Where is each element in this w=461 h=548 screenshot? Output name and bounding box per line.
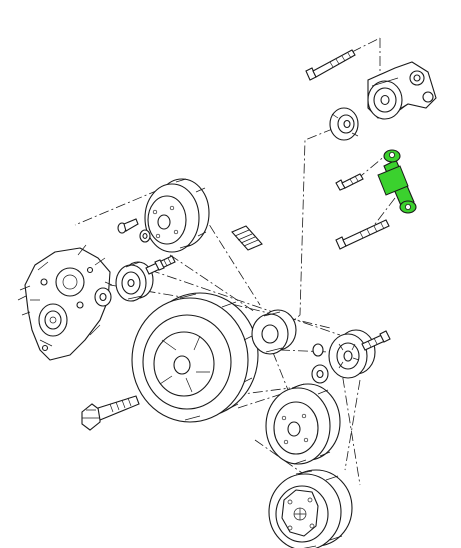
assembly-lines (74, 37, 396, 486)
tensioner-pulley-bolt (361, 330, 391, 351)
crankshaft-pulley (131, 292, 259, 423)
small-idler-center (251, 309, 297, 355)
compressor-clutch-pulley (268, 469, 353, 548)
drive-belt-section (231, 225, 263, 251)
belt-tensioner-damper (377, 149, 417, 214)
spacer-disc-upper (329, 107, 359, 141)
idler-bolt-middle (145, 255, 176, 275)
tensioner-pulley-right (328, 329, 376, 379)
long-bolt-lower (335, 219, 390, 250)
crankshaft-bolt (81, 395, 140, 431)
long-bolt-upper (305, 49, 356, 81)
engine-front-cover (17, 244, 113, 361)
water-pump-pulley (265, 383, 341, 465)
tensioner-bracket (367, 61, 437, 120)
idler-pulley-middle (115, 261, 154, 302)
small-screw (117, 218, 139, 234)
spacer-disc-right (311, 364, 329, 384)
short-bolt-tensioner (335, 173, 364, 191)
upper-grooved-pulley (144, 178, 210, 253)
small-washer (139, 229, 151, 243)
spacer-disc-middle (94, 287, 112, 307)
small-washer-right (312, 343, 324, 357)
